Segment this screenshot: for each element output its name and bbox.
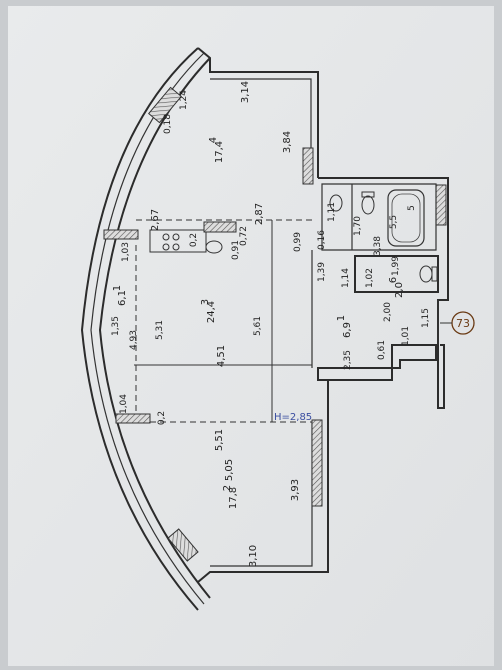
dim-4-93: 4,93: [129, 330, 139, 350]
room-label-1-left: 1 6,1: [112, 285, 128, 306]
dim-0-72: 0,72: [239, 226, 249, 246]
curved-facade-line: [90, 52, 205, 605]
dim-1-04: 1,04: [119, 394, 129, 414]
apartment-number: 73: [456, 317, 470, 330]
dim-1-35: 1,35: [111, 316, 121, 336]
wall-bathroom-inner: [321, 183, 437, 251]
dim-0-2-room2: 0,2: [157, 411, 167, 425]
facade-stub-bottom: [115, 413, 151, 424]
wall-room2-right: [197, 379, 329, 583]
room-label-2: 2 17,8: [222, 485, 239, 509]
svg-text:4: 4: [208, 137, 219, 143]
kitchen-sink: [205, 240, 223, 254]
svg-text:5: 5: [407, 205, 417, 211]
dim-3-10: 3,10: [248, 545, 259, 567]
facade-window-top: [148, 86, 182, 124]
facade-window-bottom: [167, 528, 199, 562]
svg-text:6,9: 6,9: [342, 322, 353, 338]
dim-0-61: 0,61: [377, 340, 387, 360]
dim-0-2-kitchen: 0,2: [189, 233, 199, 247]
svg-text:1: 1: [336, 315, 347, 321]
svg-text:17,4: 17,4: [214, 141, 225, 163]
dim-3-93: 3,93: [290, 479, 301, 501]
toilet-wc-tank: [431, 266, 438, 282]
room-label-4: 4 17,4: [208, 137, 225, 163]
svg-text:3: 3: [200, 299, 211, 305]
room-label-1-hall: 1 6,9: [336, 315, 353, 338]
facade-stub-top: [103, 229, 139, 240]
sink-bath: [329, 194, 343, 212]
dim-0-99: 0,99: [293, 232, 303, 252]
dim-3-38: 3,38: [373, 236, 383, 256]
dim-5-61: 5,61: [253, 316, 263, 336]
dim-3-84: 3,84: [282, 131, 293, 153]
svg-text:24,4: 24,4: [206, 301, 217, 323]
dim-1-39: 1,39: [317, 262, 327, 282]
dim-5-51: 5,51: [214, 429, 225, 451]
dim-5-31: 5,31: [155, 320, 165, 340]
dim-1-24: 1,24: [179, 90, 189, 110]
bathtub: [387, 189, 425, 247]
dim-1-02: 1,02: [365, 268, 375, 288]
dim-1-01: 1,01: [401, 326, 411, 346]
bathroom-right-hatch: [435, 184, 447, 226]
paper-sheet: [8, 6, 494, 666]
curved-facade-outer: [80, 47, 199, 611]
dim-1-15: 1,15: [421, 308, 431, 328]
wall-entrance: [317, 344, 437, 381]
dim-2-00: 2,00: [383, 302, 393, 322]
svg-text:2: 2: [222, 485, 233, 491]
svg-text:6,1: 6,1: [117, 290, 128, 306]
svg-text:17,8: 17,8: [228, 487, 239, 509]
wall-room2-hatch: [311, 419, 323, 507]
wall-top: [197, 47, 319, 178]
svg-text:2,0: 2,0: [394, 282, 405, 298]
kitchen-counter: [149, 229, 207, 253]
stove: [162, 233, 180, 251]
wall-top-inner: [210, 78, 312, 178]
toilet-bath-tank: [361, 191, 375, 198]
dim-1-70: 1,70: [353, 216, 363, 236]
dim-1-99: 1,99: [391, 256, 401, 276]
dim-0-16: 0,16: [317, 230, 327, 250]
wall-room6: [354, 255, 439, 293]
kitchen-hatch: [203, 221, 237, 233]
dim-2-35: 2,35: [343, 350, 353, 370]
dim-2-67: 2,67: [150, 209, 161, 231]
dim-1-11: 1,11: [327, 202, 337, 222]
room-label-6: 6 2,0: [388, 277, 405, 298]
dim-1-14: 1,14: [341, 268, 351, 288]
svg-text:1: 1: [112, 285, 123, 291]
dim-4-51: 4,51: [216, 345, 227, 367]
dim-3-14: 3,14: [240, 81, 251, 103]
ceiling-height: H=2,85: [274, 412, 312, 423]
svg-text:5,5: 5,5: [389, 215, 399, 229]
room-label-5: 5 5,5: [389, 205, 417, 229]
dim-0-91: 0,91: [231, 240, 241, 260]
bathtub-inner: [391, 193, 421, 243]
dim-1-03: 1,03: [121, 242, 131, 262]
dim-0-18: 0,18: [163, 114, 173, 134]
curved-facade-inner: [98, 57, 211, 599]
wall-right: [437, 245, 449, 409]
wall-room4-right-hatch: [302, 147, 314, 185]
svg-text:6: 6: [388, 277, 399, 283]
toilet-bath: [361, 195, 375, 215]
room-label-3: 3 24,4: [200, 299, 217, 323]
wall-bathroom: [318, 177, 449, 245]
dim-5-05: 5,05: [224, 459, 235, 481]
dim-2-87: 2,87: [254, 203, 265, 225]
